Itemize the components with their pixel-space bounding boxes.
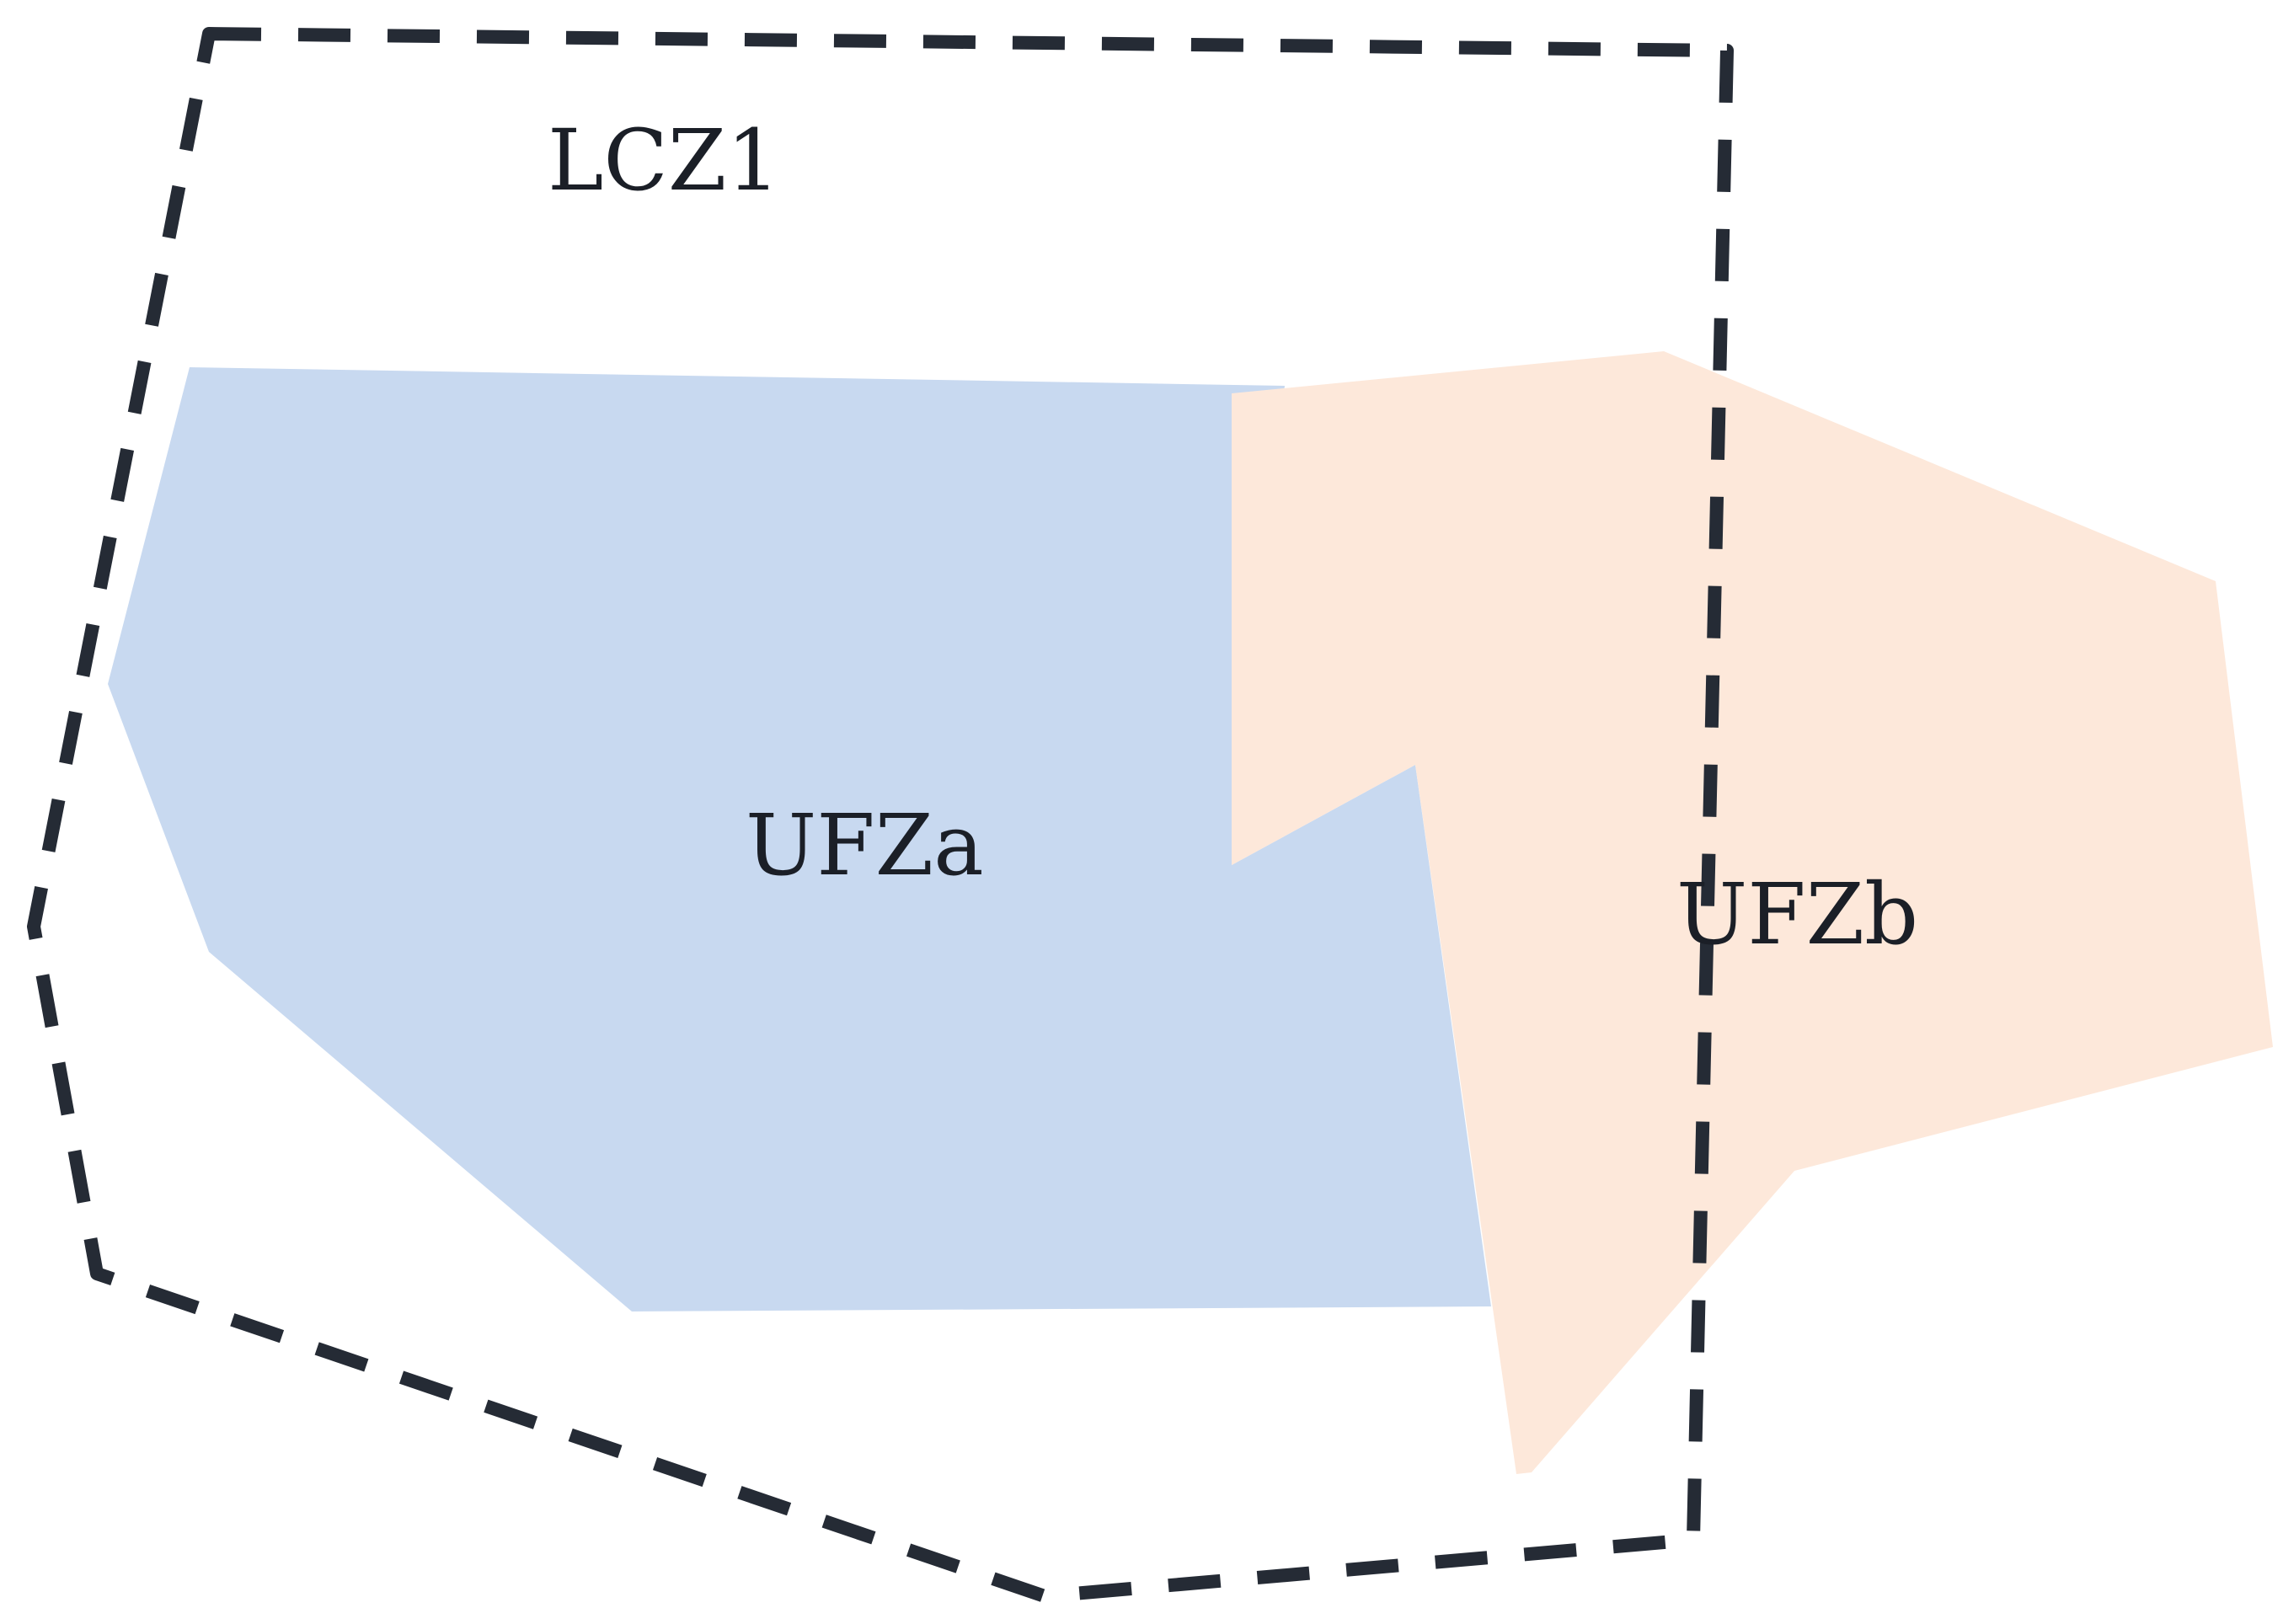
ufz-b-label: UFZb	[1676, 865, 1918, 964]
ufz-a-label: UFZa	[746, 796, 984, 895]
lcz-boundary	[27, 27, 1734, 1603]
lcz-label: LCZ1	[548, 111, 780, 210]
ufz-a-region	[108, 367, 1491, 1311]
ufz-b-region	[1232, 351, 2273, 1474]
